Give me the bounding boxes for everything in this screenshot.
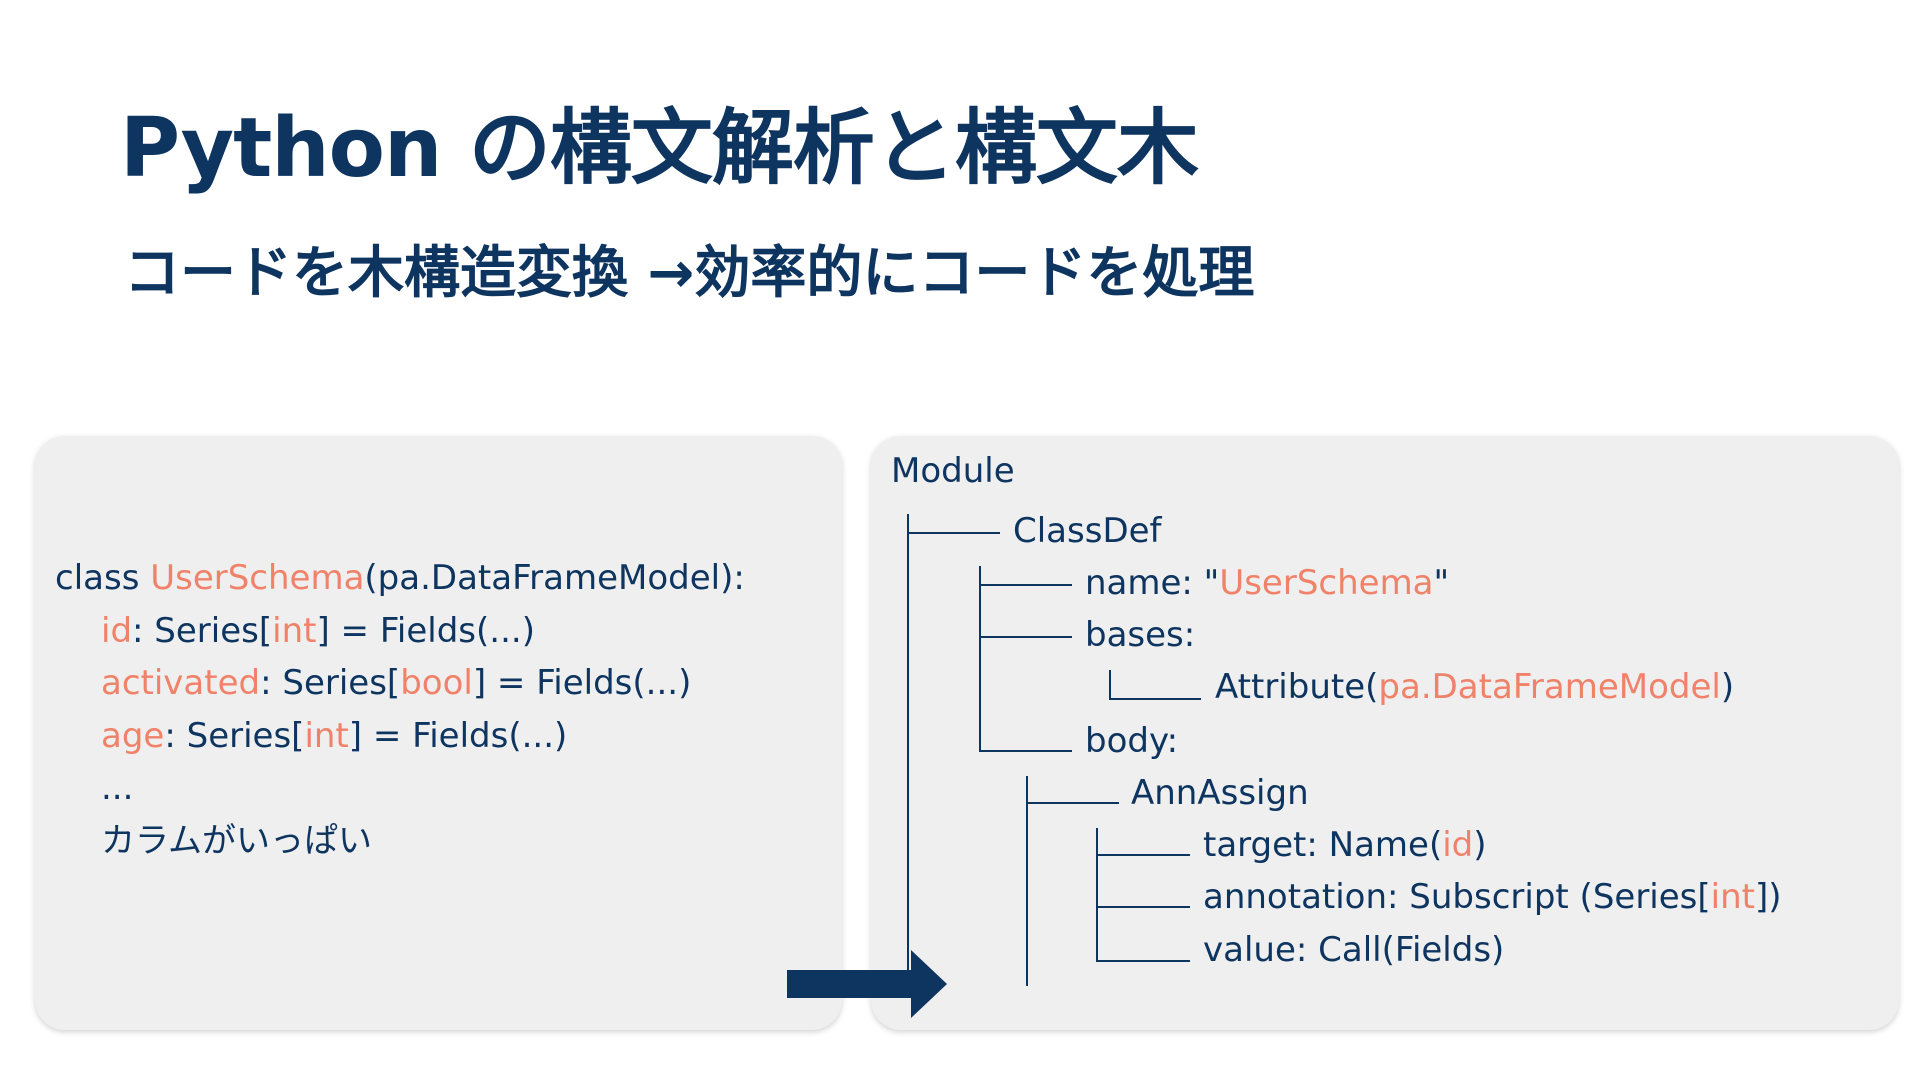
tree-branch-annotation [1096,906,1190,908]
code-text: : Series[ [260,663,401,703]
tree-node-label: AnnAssign [1131,773,1309,813]
code-field-name: id [101,610,133,651]
code-text: ] = Fields(...) [348,715,568,756]
tree-node-name: name: "UserSchema" [1085,566,1449,600]
tree-node-target: target: Name(id) [1203,828,1487,862]
code-ellipsis: ... [101,768,134,808]
code-text: : Series[ [164,715,305,756]
tree-node-label: value: Call(Fields) [1203,930,1505,970]
tree-node-value: int [1710,877,1755,917]
tree-branch-classdef [907,532,1000,534]
code-panel: class UserSchema(pa.DataFrameModel): id:… [35,436,842,1030]
tree-node-label: annotation: Subscript (Series[ [1203,877,1711,917]
tree-node-classdef: ClassDef [1013,514,1162,548]
tree-node-value: pa.DataFrameModel [1378,667,1721,707]
tree-node-value: value: Call(Fields) [1203,933,1504,967]
code-text: : Series[ [132,610,273,651]
tree-guide-classdef [979,566,981,750]
tree-node-label: target: Name( [1203,825,1443,865]
tree-node-label: Attribute( [1215,667,1379,707]
tree-branch-value [1096,960,1190,962]
tree-branch-bases [979,636,1072,638]
tree-node-annotation: annotation: Subscript (Series[int]) [1203,880,1782,914]
tree-branch-body [979,750,1072,752]
slide-subtitle: コードを木構造変換 →効率的にコードを処理 [124,241,1255,306]
code-comment: カラムがいっぱい [101,820,372,861]
tree-node-label: ClassDef [1013,511,1162,551]
tree-guide-module [907,514,909,986]
code-line-ellipsis: ... [55,762,745,815]
ast-panel: Module ClassDef name: "UserSchema" bases… [871,436,1899,1030]
code-keyword: class [55,558,151,598]
tree-node-bases: bases: [1085,618,1195,652]
tree-node-value: id [1442,825,1474,865]
tree-guide-annassign [1096,828,1098,960]
code-line-class: class UserSchema(pa.DataFrameModel): [55,552,745,605]
tree-guide-body [1026,776,1028,986]
tree-node-label: " [1433,563,1450,603]
tree-node-label: bases: [1085,615,1196,655]
code-text: ] = Fields(...) [472,663,692,703]
tree-root-module: Module [891,451,1015,491]
tree-node-body: body: [1085,724,1178,758]
code-block: class UserSchema(pa.DataFrameModel): id:… [55,552,745,867]
code-base-class: (pa.DataFrameModel): [364,558,745,598]
tree-node-attribute: Attribute(pa.DataFrameModel) [1215,670,1734,704]
tree-branch-annassign [1026,802,1119,804]
code-line-activated: activated: Series[bool] = Fields(...) [55,657,745,710]
code-class-name: UserSchema [150,558,365,598]
tree-node-value: UserSchema [1219,563,1434,603]
tree-node-label: ) [1720,667,1735,707]
right-arrow-icon [787,950,947,1018]
tree-branch-target [1096,854,1190,856]
tree-node-label: ]) [1754,877,1782,917]
code-line-age: age: Series[int] = Fields(...) [55,710,745,763]
slide-title: Python の構文解析と構文木 [120,101,1199,196]
tree-node-label: name: " [1085,563,1220,603]
code-line-id: id: Series[int] = Fields(...) [55,605,745,658]
code-line-comment: カラムがいっぱい [55,815,745,868]
code-field-name: age [101,715,165,756]
tree-node-annassign: AnnAssign [1131,776,1309,810]
tree-node-label: ) [1473,825,1487,865]
tree-branch-attribute [1109,698,1201,700]
code-text: ] = Fields(...) [316,610,535,651]
code-type: bool [400,663,473,703]
code-type: int [304,715,349,756]
tree-branch-name [979,584,1072,586]
tree-node-label: body: [1085,721,1179,761]
tree-guide-bases [1109,670,1111,698]
code-type: int [272,610,317,651]
code-field-name: activated [101,663,261,703]
